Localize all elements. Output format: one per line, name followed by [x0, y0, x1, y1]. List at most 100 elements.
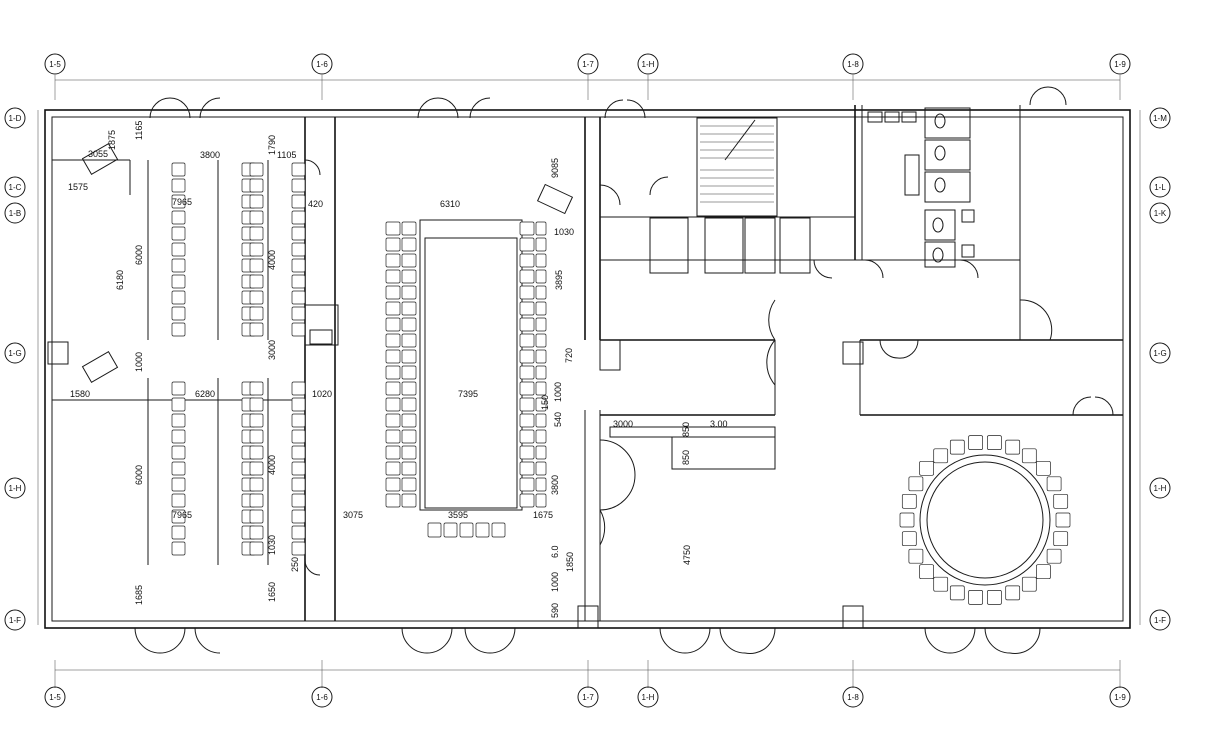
chair: [1046, 476, 1062, 492]
chair: [949, 439, 965, 455]
dim-3055: 3055: [88, 149, 108, 159]
chair: [291, 290, 306, 305]
chair: [385, 301, 401, 316]
conference-table: [419, 219, 523, 511]
dim-1685: 1685: [134, 585, 144, 605]
axis-label: 1-5: [49, 60, 61, 69]
chair: [475, 522, 490, 538]
chair: [291, 210, 306, 225]
chair: [519, 253, 535, 268]
dim-1000: 1000: [553, 382, 563, 402]
chair: [171, 258, 186, 273]
toilet-icon: [934, 145, 946, 161]
chair: [535, 413, 547, 428]
round-table-chairs: [899, 435, 1071, 605]
chair: [908, 476, 924, 492]
restroom: [867, 107, 975, 268]
chair: [385, 381, 401, 396]
chair: [401, 413, 417, 428]
pillars: [47, 304, 864, 629]
chair: [519, 269, 535, 284]
axis-label: 1-B: [9, 209, 21, 218]
chair: [249, 226, 264, 241]
chair: [535, 269, 547, 284]
chair: [519, 381, 535, 396]
chair: [385, 397, 401, 412]
chair: [385, 429, 401, 444]
stair-icon: [696, 117, 778, 217]
chair: [291, 162, 306, 177]
chair: [249, 274, 264, 289]
row-axis-right: 1-M 1-L 1-K 1-G 1-H 1-F: [1139, 107, 1171, 631]
dim-1105: 1105: [277, 150, 296, 160]
chair: [535, 477, 547, 492]
axis-label: 1-H: [1154, 484, 1167, 493]
chair: [385, 445, 401, 460]
chair: [919, 460, 934, 476]
outer-walls: [44, 109, 1131, 629]
lectern: [81, 143, 574, 383]
chair: [401, 429, 417, 444]
chair: [249, 445, 264, 460]
chair: [291, 445, 306, 460]
chair: [535, 221, 547, 236]
dim-3000: 3000: [613, 419, 633, 429]
chair: [401, 445, 417, 460]
chair: [291, 381, 306, 396]
desk-rows: [147, 160, 269, 565]
chair: [919, 564, 934, 580]
chair: [249, 210, 264, 225]
chair: [291, 258, 306, 273]
chair: [443, 522, 458, 538]
chair: [901, 493, 917, 509]
chair: [249, 322, 264, 337]
dim-150: 150: [540, 395, 550, 410]
chair: [171, 541, 186, 556]
dim-3000: 3000: [267, 340, 277, 360]
chair: [249, 290, 264, 305]
chair: [1053, 531, 1069, 547]
chair: [291, 541, 306, 556]
chair: [171, 306, 186, 321]
chair: [249, 429, 264, 444]
toilet-icon: [934, 177, 946, 193]
chair: [171, 210, 186, 225]
dim-9085: 9085: [550, 158, 560, 178]
chair: [171, 445, 186, 460]
chair: [249, 306, 264, 321]
axis-label: 1-K: [1154, 209, 1167, 218]
chair: [535, 349, 547, 364]
chair: [535, 445, 547, 460]
axis-label: 1-6: [316, 60, 328, 69]
chair: [385, 349, 401, 364]
chair: [291, 461, 306, 476]
chair: [519, 445, 535, 460]
chair: [291, 397, 306, 412]
chair: [249, 413, 264, 428]
chair: [459, 522, 474, 538]
chair: [291, 194, 306, 209]
chair: [535, 285, 547, 300]
dim-1850: 1850: [565, 552, 575, 572]
dim-850: 850: [681, 450, 691, 465]
dim-7395: 7395: [458, 389, 478, 399]
chair: [519, 365, 535, 380]
sink-icon: [901, 111, 917, 123]
chair: [171, 493, 186, 508]
chair: [385, 253, 401, 268]
chair: [1053, 493, 1069, 509]
chair: [385, 413, 401, 428]
chair: [519, 397, 535, 412]
chair: [519, 285, 535, 300]
chair: [1021, 576, 1037, 592]
chair: [171, 162, 186, 177]
chair: [171, 381, 186, 396]
chair: [249, 178, 264, 193]
conference-chairs: [385, 221, 547, 538]
chair: [171, 477, 186, 492]
chair: [401, 493, 417, 508]
dim-4750: 4750: [682, 545, 692, 565]
chair: [385, 221, 401, 236]
chair: [401, 285, 417, 300]
